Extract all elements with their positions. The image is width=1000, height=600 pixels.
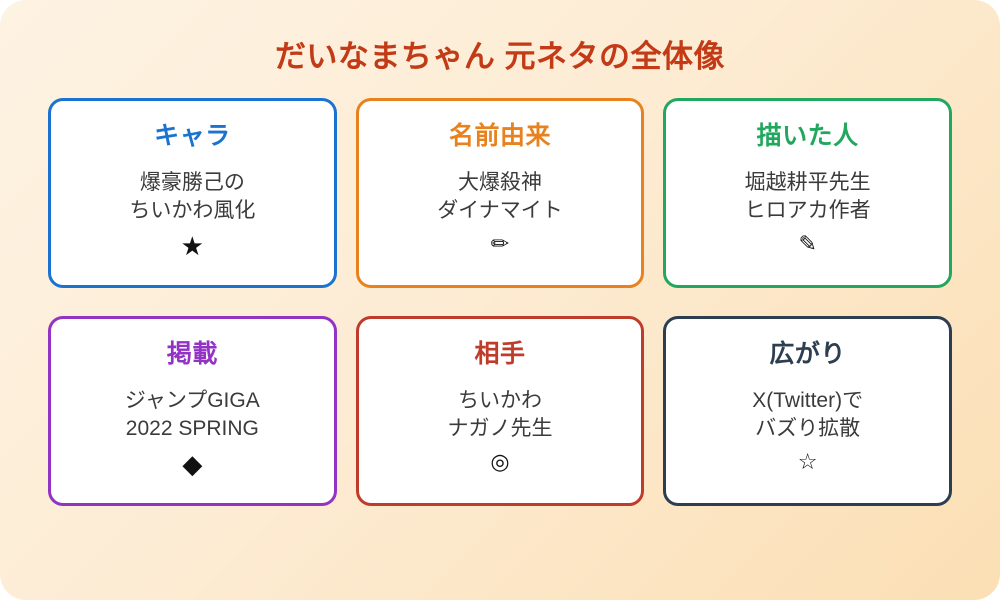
card-body: 堀越耕平先生 ヒロアカ作者 [744, 170, 871, 223]
card-publication: 掲載 ジャンプGIGA 2022 SPRING ◆ [48, 316, 337, 506]
card-title: 描いた人 [756, 122, 859, 150]
card-spread: 広がり X(Twitter)で バズり拡散 ☆ [663, 316, 952, 506]
card-chara: キャラ 爆豪勝己の ちいかわ風化 ★ [48, 98, 337, 288]
card-grid: キャラ 爆豪勝己の ちいかわ風化 ★ 名前由来 大爆殺神 ダイナマイト ✏ 描い… [0, 76, 1000, 506]
card-artist: 描いた人 堀越耕平先生 ヒロアカ作者 ✎ [663, 98, 952, 288]
card-body: ちいかわ ナガノ先生 [447, 388, 553, 441]
black-diamond-icon: ◆ [182, 450, 203, 481]
double-circle-icon: ◎ [490, 450, 510, 476]
card-body: ジャンプGIGA 2022 SPRING [124, 388, 260, 441]
card-title: キャラ [154, 122, 231, 150]
card-title: 相手 [474, 340, 526, 368]
card-title: 広がり [769, 340, 846, 368]
card-body: 大爆殺神 ダイナマイト [437, 170, 563, 223]
black-star-icon: ★ [180, 232, 204, 263]
page-title: だいなまちゃん 元ネタの全体像 [274, 39, 726, 74]
card-name-origin: 名前由来 大爆殺神 ダイナマイト ✏ [355, 98, 645, 288]
card-title: 名前由来 [448, 122, 551, 150]
card-counterpart: 相手 ちいかわ ナガノ先生 ◎ [355, 316, 645, 506]
card-title: 掲載 [166, 340, 218, 368]
diagonal-pencil-icon: ✎ [798, 232, 817, 258]
outline-star-icon: ☆ [797, 450, 818, 476]
pencil-icon: ✏ [490, 232, 510, 258]
card-body: 爆豪勝己の ちいかわ風化 [129, 170, 256, 223]
card-body: X(Twitter)で バズり拡散 [752, 388, 864, 441]
